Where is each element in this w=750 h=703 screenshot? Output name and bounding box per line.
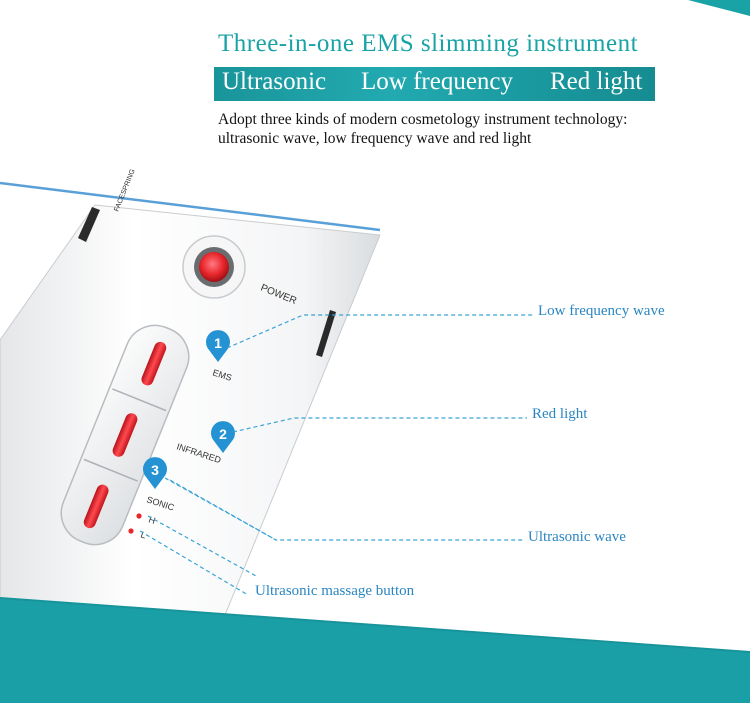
sonic-led <box>83 484 109 529</box>
banner-item-ultrasonic: Ultrasonic <box>222 68 327 95</box>
banner-item-red-light: Red light <box>550 68 643 95</box>
infrared-led <box>112 413 138 457</box>
ems-led <box>141 341 167 386</box>
callout-red-light: Red light <box>532 406 588 422</box>
leader-ultrasonic-2 <box>164 477 277 541</box>
page-title: Three-in-one EMS slimming instrument <box>218 30 639 57</box>
callout-ultrasonic: Ultrasonic wave <box>528 529 626 545</box>
badge-3: 3 <box>143 457 167 489</box>
power-button <box>182 235 246 299</box>
side-text: FACESPRING <box>113 168 136 212</box>
leader-red-light <box>232 417 527 433</box>
bottom-band <box>0 598 750 703</box>
side-knob <box>316 310 336 357</box>
side-grip <box>78 207 100 242</box>
badge-2: 2 <box>211 421 235 453</box>
level-l-label: L <box>139 529 147 540</box>
banner-item-low-frequency: Low frequency <box>361 68 514 95</box>
callout-massage-button: Ultrasonic massage button <box>255 583 415 599</box>
level-h-label: H <box>147 514 156 526</box>
callout-low-frequency: Low frequency wave <box>538 303 665 319</box>
level-l-dot <box>128 528 134 534</box>
top-right-band <box>688 0 750 16</box>
horizon-line <box>0 181 381 232</box>
description-line-1: Adopt three kinds of modern cosmetology … <box>218 111 628 128</box>
level-h-dot <box>136 513 142 519</box>
description: Adopt three kinds of modern cosmetology … <box>218 110 627 148</box>
bottom-band-highlight <box>0 597 750 653</box>
control-panel <box>60 324 190 546</box>
badge-3-number: 3 <box>151 462 159 478</box>
badge-1: 1 <box>206 330 230 362</box>
description-line-2: ultrasonic wave, low frequency wave and … <box>218 130 532 147</box>
badge-1-number: 1 <box>214 335 222 351</box>
badge-2-number: 2 <box>219 426 227 442</box>
feature-banner: Ultrasonic Low frequency Red light <box>214 67 655 101</box>
